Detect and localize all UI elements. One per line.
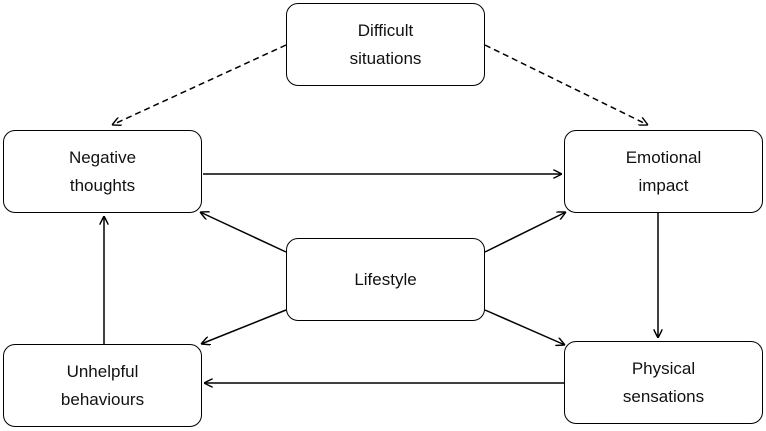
node-label-difficult-situations: Difficult situations — [349, 20, 422, 68]
arrow-lifestyle-to-physical — [484, 309, 565, 345]
node-difficult-situations: Difficult situations — [286, 3, 485, 86]
arrow-lifestyle-to-unhelpful — [201, 309, 287, 344]
node-label-negative-thoughts: Negative thoughts — [68, 147, 137, 195]
arrow-lifestyle-to-negative — [200, 212, 287, 253]
node-label-unhelpful-behaviours: Unhelpful behaviours — [60, 361, 145, 409]
node-label-lifestyle: Lifestyle — [354, 269, 417, 289]
node-label-physical-sensations: Physical sensations — [622, 358, 705, 406]
node-unhelpful-behaviours: Unhelpful behaviours — [3, 344, 202, 427]
node-lifestyle: Lifestyle — [286, 238, 485, 321]
arrow-lifestyle-to-emotional — [484, 212, 566, 253]
node-label-emotional-impact: Emotional impact — [625, 147, 702, 195]
arrow-difficult-to-emotional — [484, 44, 648, 125]
node-negative-thoughts: Negative thoughts — [3, 130, 202, 213]
node-emotional-impact: Emotional impact — [564, 130, 763, 213]
node-physical-sensations: Physical sensations — [564, 341, 763, 424]
arrow-difficult-to-negative — [112, 44, 287, 125]
